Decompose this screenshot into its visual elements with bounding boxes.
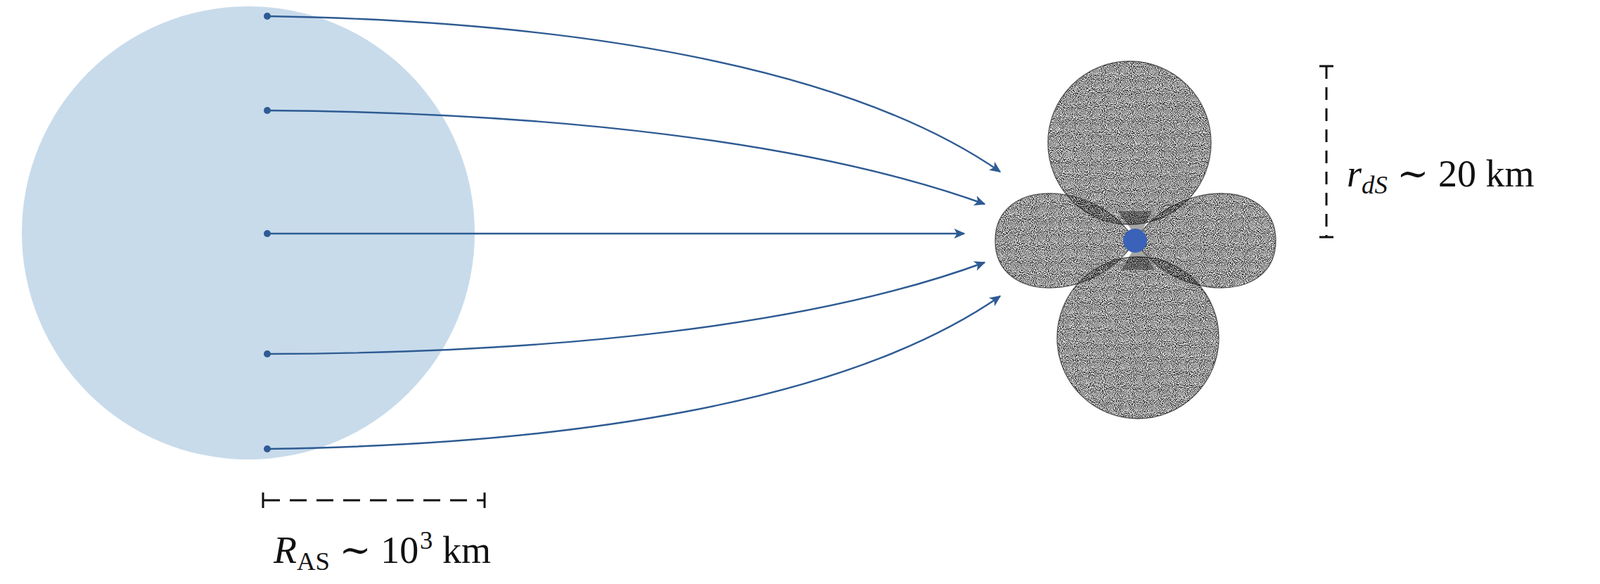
tick [483, 492, 486, 508]
subscript: AS [296, 548, 330, 575]
radius-dimension-label: RAS ∼ 103 km [273, 527, 491, 575]
upper-fill [1040, 56, 1224, 233]
tick [1319, 236, 1334, 239]
lower-outline [1057, 256, 1219, 419]
cloud-outlines [995, 61, 1276, 419]
tick [1319, 65, 1334, 68]
subscript: dS [1361, 172, 1388, 199]
trajectory [267, 16, 1001, 172]
start-dot [263, 445, 271, 453]
polar-cones [1118, 210, 1155, 271]
lower-speckle [1051, 249, 1228, 426]
neutron-star [1123, 228, 1148, 253]
height-bracket [1319, 66, 1334, 238]
torus-outline [995, 193, 1276, 288]
start-dot [263, 350, 271, 358]
exponent: 3 [419, 527, 433, 554]
upper-speckle [1040, 56, 1224, 233]
radius-bracket [263, 492, 485, 508]
size-dimension-label: rdS ∼ 20 km [1346, 154, 1534, 199]
value: ∼ 10 [338, 530, 419, 569]
tick [262, 492, 265, 508]
lower-lobe [1051, 249, 1228, 426]
trajectory-arrows [267, 16, 1001, 449]
trajectory [267, 110, 985, 204]
unit: km [442, 530, 491, 569]
start-points [263, 12, 271, 453]
symbol: R [273, 530, 297, 569]
upper-lobe [1040, 56, 1224, 233]
dipole-cloud [984, 56, 1288, 426]
trajectory [267, 262, 985, 354]
dashed-line [263, 499, 485, 502]
dashed-line [1325, 66, 1328, 238]
trajectory [267, 232, 965, 235]
start-dot [263, 12, 271, 20]
symbol: r [1346, 154, 1362, 193]
value: ∼ 20 km [1396, 154, 1534, 193]
trajectory [267, 296, 1001, 449]
start-dot [263, 229, 271, 238]
lower-fill [1051, 249, 1228, 426]
start-dot [263, 106, 271, 114]
